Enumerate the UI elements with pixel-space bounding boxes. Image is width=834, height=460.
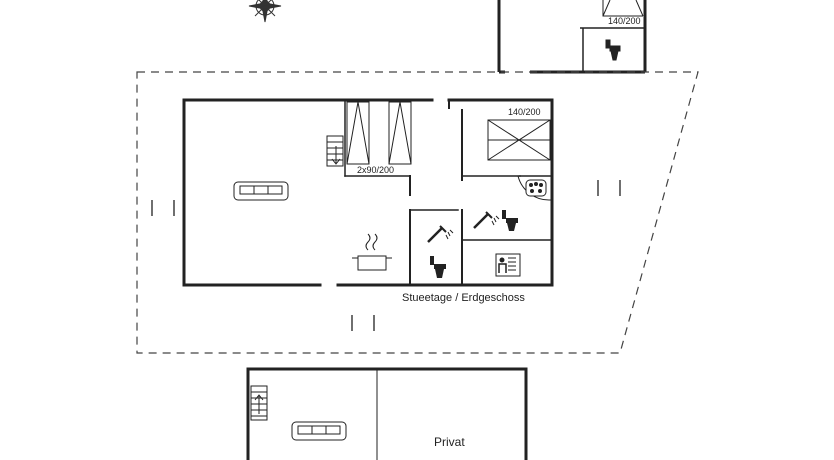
toilet-icon <box>605 39 621 61</box>
compass-rose-icon <box>248 0 282 23</box>
sofa-icon <box>291 421 347 441</box>
sauna-icon <box>495 253 521 277</box>
annex-bed-label: 140/200 <box>608 16 641 26</box>
cooking-pot-icon <box>352 233 392 271</box>
annex-building <box>497 0 647 74</box>
twin-bed-label: 2x90/200 <box>357 165 394 175</box>
sofa-icon <box>233 181 289 201</box>
toilet-icon <box>430 256 446 278</box>
lower-building <box>246 367 528 460</box>
main-building <box>182 98 554 287</box>
private-room-label: Privat <box>434 435 465 449</box>
opening-markers <box>151 180 621 331</box>
shower-icon <box>427 225 454 243</box>
whirlpool-icon <box>525 179 547 197</box>
ground-floor-label: Stueetage / Erdgeschoss <box>402 292 525 304</box>
double-bed <box>487 119 551 161</box>
main-bed-label: 140/200 <box>508 107 541 117</box>
stairs-up-icon <box>250 385 268 421</box>
toilet-icon <box>502 210 518 231</box>
twin-bed <box>346 101 412 165</box>
shower-icon <box>473 211 500 229</box>
terrace-outline <box>136 71 699 354</box>
stairs-down-icon <box>326 135 344 167</box>
